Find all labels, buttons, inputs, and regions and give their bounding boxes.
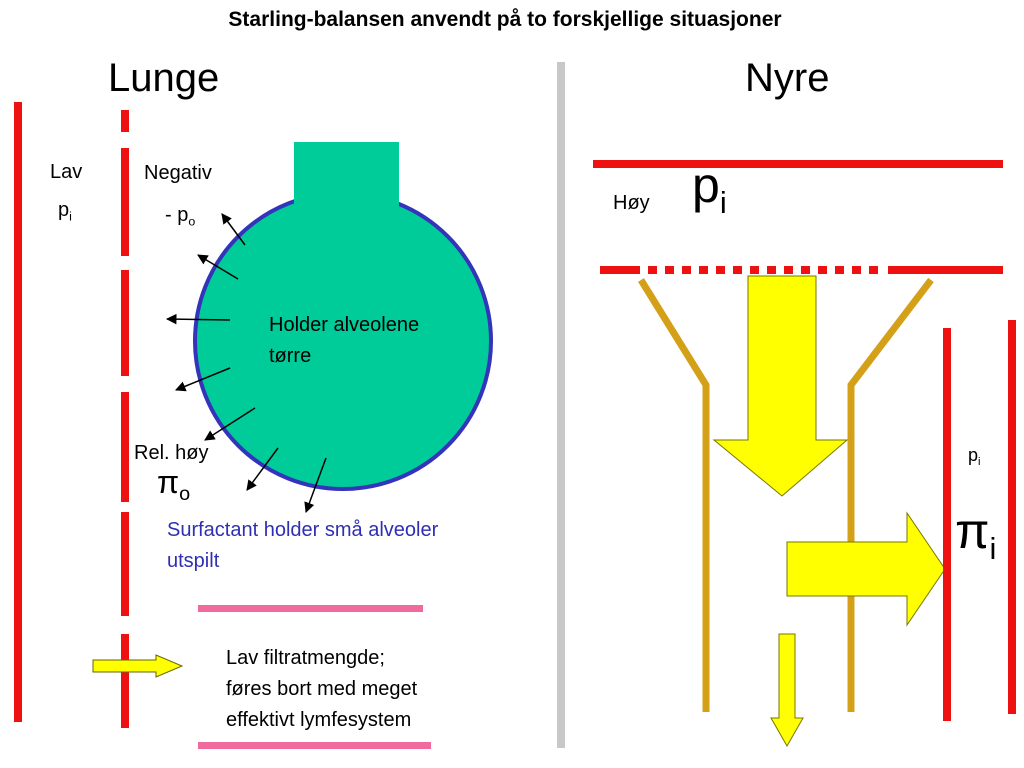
reabsorption-arrow <box>786 511 946 627</box>
right-top-wall <box>593 160 1003 168</box>
outflow-arrow <box>770 633 804 748</box>
filtrat-line-2: føres bort med meget <box>226 678 418 700</box>
left-solid-wall <box>14 102 22 722</box>
filtrat-line-3: effektivt lymfesystem <box>226 709 412 731</box>
alveole-line-2: tørre <box>269 345 312 367</box>
pi-i-symbol: π <box>955 503 990 559</box>
label-negativ: Negativ <box>144 162 212 184</box>
page-title: Starling-balansen anvendt på to forskjel… <box>228 8 782 31</box>
p-small-sub: i <box>978 455 981 468</box>
p-letter: p <box>58 199 70 221</box>
label-rel-hoy: Rel. høy <box>134 442 209 464</box>
label-hoy: Høy <box>613 192 650 214</box>
label-p-i-big: pi <box>692 157 727 218</box>
neg-p-sub: o <box>188 214 196 229</box>
label-neg-p-o: - po <box>165 204 196 229</box>
heading-nyre: Nyre <box>745 56 830 100</box>
alveolus <box>193 142 493 491</box>
p-small-letter: p <box>968 445 979 465</box>
surfactant-line-2: utspilt <box>167 550 220 572</box>
label-pi-i: πi <box>955 503 996 564</box>
filtrat-text: Lav filtratmengde; føres bort med meget … <box>226 643 417 736</box>
pink-line-top <box>198 605 423 612</box>
alveole-text: Holder alveolene tørre <box>269 310 419 372</box>
label-pi-o: πo <box>157 464 190 504</box>
capillary-wall-right <box>1008 320 1016 714</box>
pi-i-sub: i <box>989 530 997 566</box>
lymph-arrow <box>92 654 184 678</box>
label-lav: Lav <box>50 161 83 183</box>
tubule <box>638 277 934 712</box>
label-p-i-small: pi <box>968 445 981 467</box>
p-big-sub: i <box>719 184 727 220</box>
capillary-wall-left <box>943 328 951 721</box>
label-p-i: pi <box>58 199 72 224</box>
center-divider <box>557 62 565 748</box>
filtration-arrow <box>712 275 849 497</box>
p-sub: i <box>69 209 72 224</box>
left-dashed-wall <box>121 110 129 728</box>
pi-o-symbol: π <box>157 464 180 500</box>
alveole-line-1: Holder alveolene <box>269 314 420 336</box>
filtrat-line-1: Lav filtratmengde; <box>226 647 385 669</box>
neg-p-prefix: - p <box>165 204 189 226</box>
surfactant-text: Surfactant holder små alveoler utspilt <box>167 515 438 577</box>
heading-lunge: Lunge <box>108 56 220 100</box>
outward-arrows <box>165 213 327 513</box>
surfactant-line-1: Surfactant holder små alveoler <box>167 519 439 541</box>
pink-line-bottom <box>198 742 431 749</box>
p-big-letter: p <box>692 157 720 213</box>
right-dashed-wall <box>600 266 1003 274</box>
pi-o-sub: o <box>179 482 191 505</box>
